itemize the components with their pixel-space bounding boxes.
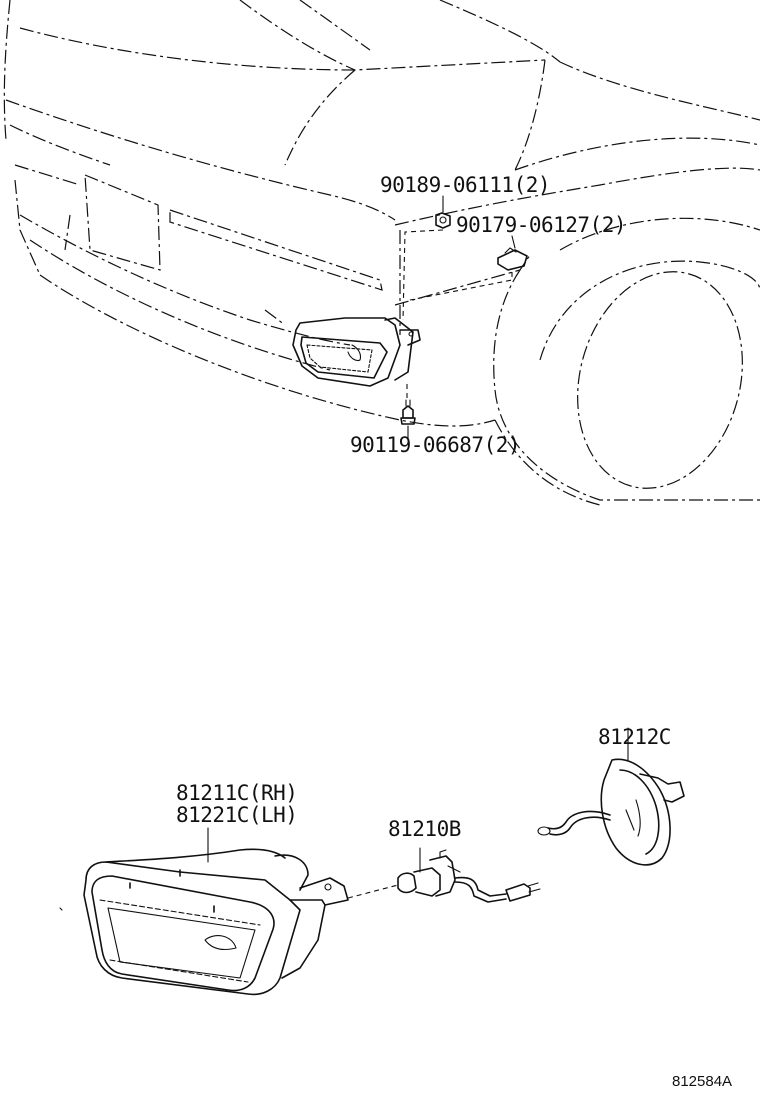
socket-81212c-icon (537, 727, 685, 866)
bolt-90189-icon (402, 212, 451, 321)
diagram-reference-code: 812584A (672, 1073, 732, 1090)
nut-90179-icon (409, 247, 528, 301)
callout-socket: 81212C (598, 725, 671, 749)
leader-lines-top (407, 195, 516, 441)
callout-lamp-rh: 81211C(RH) (176, 781, 297, 805)
callout-lamp-lh: 81221C(LH) (176, 803, 297, 827)
bolt-90119-icon (400, 380, 416, 425)
vehicle-front-outline (3, 0, 760, 506)
bulb-81210b-icon (347, 847, 541, 903)
fog-lamp-assembly-icon (59, 848, 349, 996)
callout-bolt-bottom: 90119-06687(2) (350, 433, 520, 457)
callout-bolt-top: 90189-06111(2) (380, 173, 550, 197)
callout-bulb: 81210B (388, 817, 461, 841)
fog-lamp-installed (292, 317, 421, 387)
callout-nut: 90179-06127(2) (456, 213, 626, 237)
